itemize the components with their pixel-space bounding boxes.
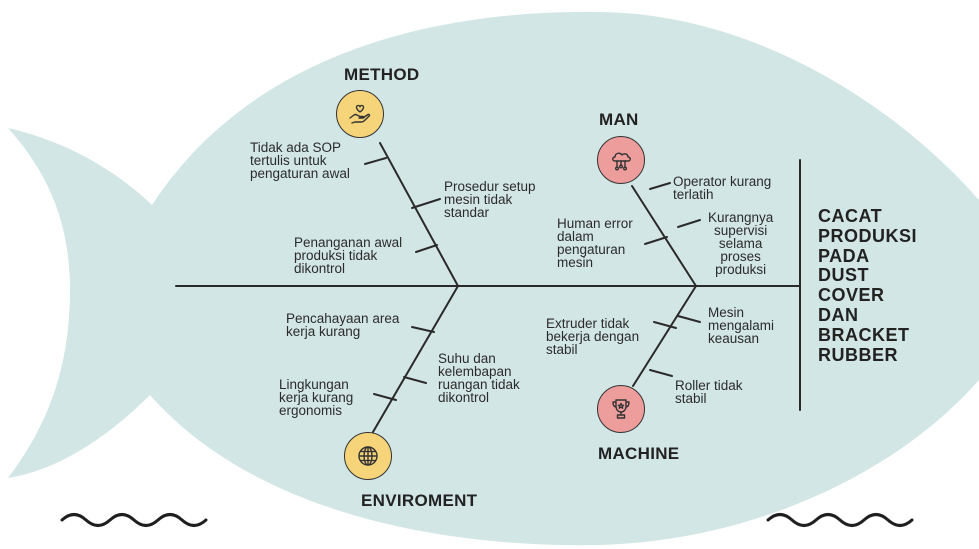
environment-label: ENVIROMENT: [361, 491, 478, 510]
machine-tick-3: [649, 369, 673, 377]
man-tick-3: [644, 236, 668, 245]
globe-icon: [344, 432, 392, 480]
man-bone: [631, 185, 697, 287]
method-tick-2: [411, 198, 441, 209]
man-cause-3: Human error dalam pengaturan mesin: [557, 216, 633, 270]
machine-cause-3: Roller tidak stabil: [675, 378, 743, 406]
machine-tick-1: [653, 321, 677, 329]
method-bone: [379, 142, 459, 287]
environment-cause-2: Suhu dan kelembapan ruangan tidak dikont…: [438, 351, 520, 405]
man-tick-2: [677, 219, 701, 228]
machine-bone: [632, 285, 697, 387]
man-cause-2: Kurangnya supervisi selama proses produk…: [708, 210, 774, 277]
method-cause-1: Tidak ada SOP tertulis untuk pengaturan …: [250, 140, 350, 181]
fishbone-lines: [175, 142, 801, 433]
machine-label: MACHINE: [598, 444, 680, 463]
environment-cause-1: Pencahayaan area kerja kurang: [286, 311, 400, 339]
environment-bone: [372, 285, 459, 433]
method-tick-3: [415, 244, 438, 253]
environment-cause-3: Lingkungan kerja kurang ergonomis: [279, 377, 354, 418]
wave-left: [60, 513, 208, 527]
effect-problem-statement: CACAT PRODUKSI PADA DUST COVER DAN BRACK…: [818, 206, 918, 365]
man-label: MAN: [599, 110, 639, 129]
method-cause-2: Prosedur setup mesin tidak standar: [444, 179, 536, 220]
hand-heart-icon: [336, 90, 384, 138]
environment-tick-1: [411, 326, 435, 333]
man-tick-1: [649, 182, 671, 190]
man-cause-1: Operator kurang terlatih: [673, 174, 772, 202]
environment-tick-2: [403, 376, 427, 384]
machine-tick-2: [677, 315, 701, 323]
method-cause-3: Penanganan awal produksi tidak dikontrol: [294, 235, 403, 276]
machine-cause-2: Mesin mengalami keausan: [708, 305, 775, 346]
method-tick-1: [364, 157, 387, 165]
method-label: METHOD: [344, 65, 420, 84]
environment-tick-3: [373, 393, 397, 401]
cloud-network-icon: [597, 136, 645, 184]
machine-cause-1: Extruder tidak bekerja dengan stabil: [546, 316, 640, 357]
fish-body: [8, 11, 979, 546]
wave-right: [766, 513, 914, 527]
trophy-icon: [597, 385, 645, 433]
